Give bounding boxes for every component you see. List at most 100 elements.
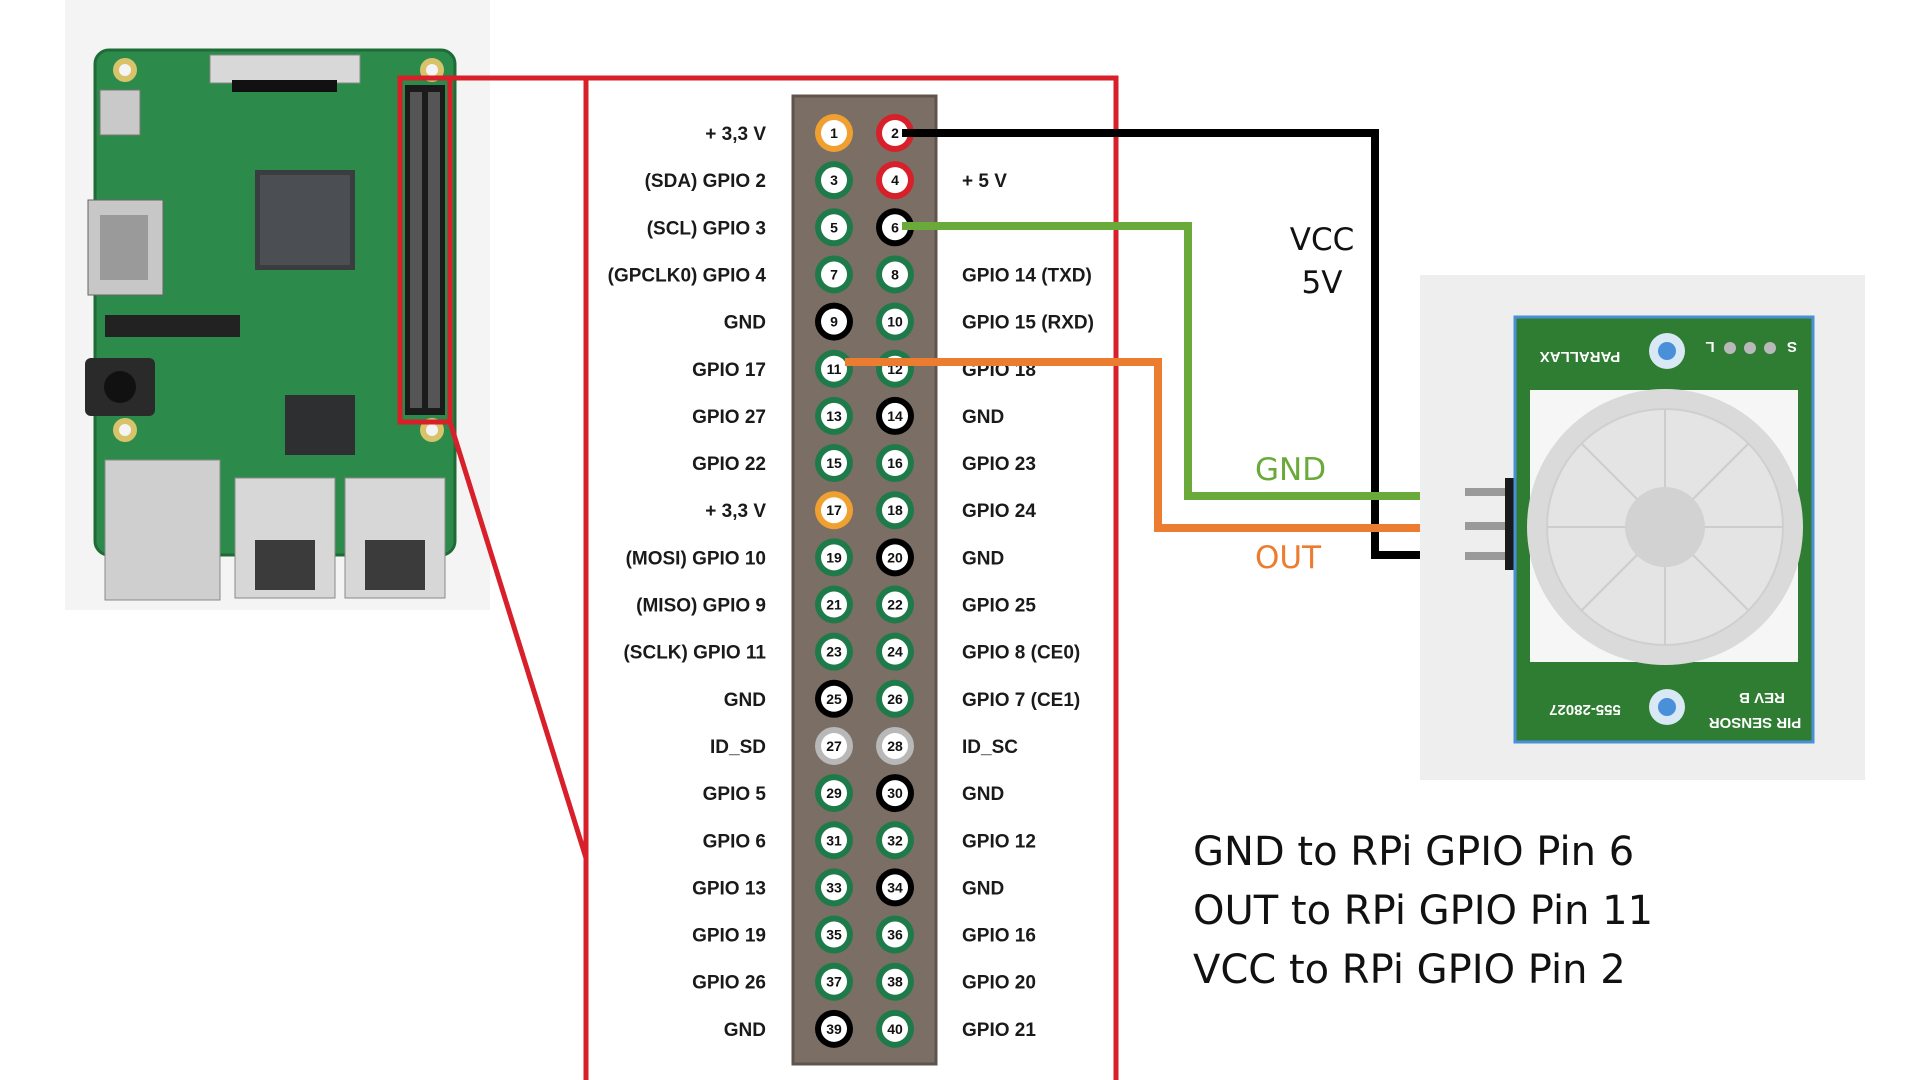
note-out: OUT to RPi GPIO Pin 11 <box>1193 888 1653 934</box>
gpio-pin-37: 37 <box>815 962 853 1001</box>
gpio-pin-face <box>821 1015 847 1042</box>
gpio-pin-30: 30 <box>876 774 914 813</box>
gpio-pin-24: 24 <box>876 632 914 671</box>
vcc-label-line-1: VCC <box>1290 222 1355 258</box>
gpio-pin-face <box>821 827 847 854</box>
gpio-pin-38: 38 <box>876 962 914 1001</box>
gpio-pin-face <box>821 921 847 948</box>
gpio-pin-number: 1 <box>830 125 838 141</box>
gpio-label-left: GPIO 13 <box>692 878 766 899</box>
gpio-pin-27: 27 <box>815 726 853 765</box>
gpio-label-left: (SDA) GPIO 2 <box>645 171 766 192</box>
gpio-pin-12: 12 <box>876 349 914 388</box>
gpio-pin-number: 33 <box>826 879 842 895</box>
gpio-pin-number: 21 <box>826 597 842 613</box>
gpio-pin-18: 18 <box>876 491 914 530</box>
gpio-pin-face <box>821 497 847 524</box>
gpio-pin-5: 5 <box>815 208 853 247</box>
gpio-pin-face <box>882 308 908 335</box>
gpio-pin-number: 26 <box>887 691 903 707</box>
gpio-pin-26: 26 <box>876 679 914 718</box>
gpio-pin-face <box>821 214 847 241</box>
gpio-label-right: GND <box>962 548 1004 569</box>
gpio-label-right: GPIO 14 (TXD) <box>962 265 1092 286</box>
gpio-label-left: ID_SD <box>710 737 766 758</box>
gpio-pin-face <box>821 780 847 807</box>
gpio-pin-face <box>821 591 847 618</box>
gpio-pin-face <box>882 732 908 759</box>
gpio-pin-23: 23 <box>815 632 853 671</box>
gpio-pin-33: 33 <box>815 868 853 907</box>
gpio-pin-31: 31 <box>815 821 853 860</box>
gpio-pin-7: 7 <box>815 255 853 294</box>
gpio-label-left: GND <box>724 313 766 334</box>
gpio-pin-face <box>882 968 908 995</box>
gpio-pin-face <box>882 780 908 807</box>
gpio-pin-32: 32 <box>876 821 914 860</box>
gpio-pin-number: 4 <box>891 172 899 188</box>
gpio-pin-face <box>821 355 847 382</box>
gpio-label-right: GPIO 25 <box>962 596 1036 617</box>
gpio-pin-40: 40 <box>876 1009 914 1048</box>
gpio-pin-number: 27 <box>826 738 842 754</box>
sensor-jumper-s: S <box>1787 338 1797 355</box>
gpio-pin-face <box>882 685 908 712</box>
gpio-pin-number: 11 <box>827 361 842 377</box>
board-gpio-pins <box>410 92 440 408</box>
gpio-pin-number: 19 <box>826 549 842 565</box>
gpio-pin-22: 22 <box>876 585 914 624</box>
gpio-pin-face <box>882 827 908 854</box>
gpio-label-left: (SCL) GPIO 3 <box>647 218 766 239</box>
gpio-pin-face <box>882 591 908 618</box>
wires <box>845 129 1465 559</box>
gpio-pin-number: 14 <box>887 408 903 424</box>
gpio-pin-number: 29 <box>826 785 842 801</box>
out-wire-label: OUT <box>1255 540 1322 576</box>
gpio-pin-number: 3 <box>830 172 838 188</box>
gpio-label-right: GPIO 21 <box>962 1020 1036 1041</box>
gpio-label-left: (GPCLK0) GPIO 4 <box>608 265 767 286</box>
gpio-pin-face <box>821 638 847 665</box>
gpio-labels: + 3,3 V (SDA) GPIO 2 (SCL) GPIO 3 (GPCLK0) … <box>608 124 1094 1041</box>
gpio-pin-number: 13 <box>826 408 842 424</box>
gpio-label-left: (MOSI) GPIO 10 <box>626 548 766 569</box>
gpio-pin-face <box>821 120 847 146</box>
gpio-label-right: GND <box>962 784 1004 805</box>
gpio-pin-face <box>821 402 847 429</box>
connection-notes: GND to RPi GPIO Pin 6 OUT to RPi GPIO Pi… <box>1193 829 1653 993</box>
gpio-pin-face <box>821 261 847 288</box>
gpio-header-strip <box>791 94 938 1066</box>
gpio-pin-face <box>821 167 847 194</box>
gpio-pin-2: 2 <box>876 114 914 152</box>
gpio-pin-number: 25 <box>826 691 842 707</box>
gpio-pin-6: 6 <box>876 208 914 247</box>
gpio-pin-15: 15 <box>815 444 853 483</box>
gpio-label-left: (SCLK) GPIO 11 <box>623 643 766 664</box>
gpio-pin-face <box>882 544 908 571</box>
gpio-pin-10: 10 <box>876 302 914 341</box>
gpio-pin-29: 29 <box>815 774 853 813</box>
gpio-label-right: + 5 V <box>962 171 1007 192</box>
wire-out <box>845 358 1465 532</box>
gnd-wire-label: GND <box>1255 452 1326 488</box>
gpio-pin-number: 20 <box>887 549 903 565</box>
gpio-label-right: GND <box>962 407 1004 428</box>
gpio-pin-34: 34 <box>876 868 914 907</box>
gpio-pin-4: 4 <box>876 161 914 200</box>
gpio-pin-39: 39 <box>815 1009 853 1048</box>
gpio-pin-36: 36 <box>876 915 914 954</box>
gpio-pin-face <box>821 874 847 901</box>
gpio-pin-1: 1 <box>815 114 853 152</box>
gpio-label-left: GPIO 26 <box>692 973 766 994</box>
sensor-rev: REV B <box>1739 689 1785 706</box>
gpio-label-left: GND <box>724 1020 766 1041</box>
raspberry-pi-board <box>65 0 490 610</box>
gpio-pin-number: 28 <box>887 738 903 754</box>
gpio-pin-21: 21 <box>815 585 853 624</box>
gpio-pin-face <box>821 968 847 995</box>
gpio-pin-14: 14 <box>876 396 914 435</box>
gpio-label-left: + 3,3 V <box>705 501 766 522</box>
gpio-label-right: GPIO 8 (CE0) <box>962 643 1080 664</box>
